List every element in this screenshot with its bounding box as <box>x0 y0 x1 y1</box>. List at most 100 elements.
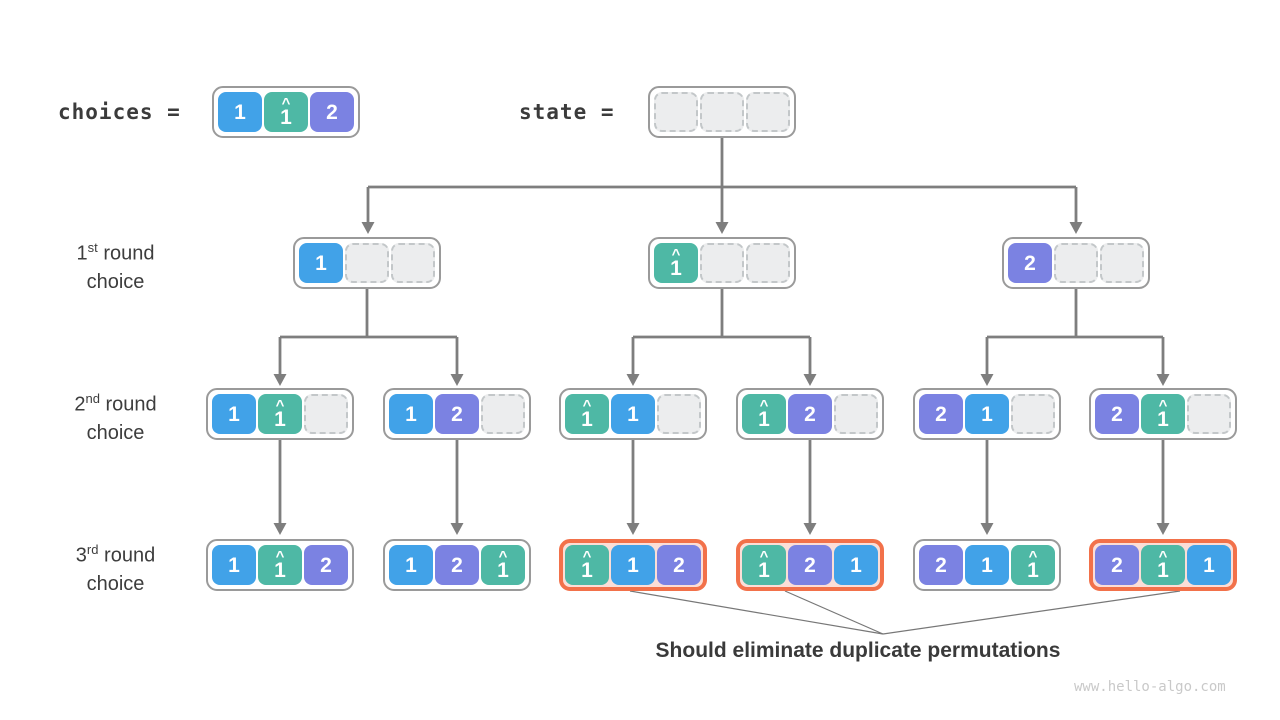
choice-cell: ^1 <box>565 394 609 434</box>
tree-node-l2-6: 2^1 <box>1089 388 1237 440</box>
choice-cell: 2 <box>435 545 479 585</box>
hat-mark: ^ <box>1158 396 1168 414</box>
hat-mark: ^ <box>1028 547 1038 565</box>
empty-slot <box>746 243 790 283</box>
tree-node-l2-1: 1^1 <box>206 388 354 440</box>
choice-cell: 1 <box>965 545 1009 585</box>
empty-slot <box>834 394 878 434</box>
choice-cell: 2 <box>1095 545 1139 585</box>
row-label-2: 2nd round choice <box>38 385 193 447</box>
hat-mark: ^ <box>281 94 291 112</box>
choice-cell: ^1 <box>742 545 786 585</box>
cell-value: 1 <box>497 558 509 582</box>
empty-slot <box>304 394 348 434</box>
choice-cell: ^1 <box>1141 545 1185 585</box>
choice-cell: ^1 <box>258 394 302 434</box>
tree-node-l1-3: 2 <box>1002 237 1150 289</box>
choice-cell: 2 <box>919 394 963 434</box>
choice-cell: 2 <box>1008 243 1052 283</box>
choice-cell: 1 <box>212 545 256 585</box>
choice-cell: 1 <box>218 92 262 132</box>
choice-cell: ^1 <box>742 394 786 434</box>
choice-cell: ^1 <box>264 92 308 132</box>
choice-cell: 1 <box>299 243 343 283</box>
row-label-3: 3rd round choice <box>38 536 193 598</box>
choice-cell: 1 <box>389 545 433 585</box>
empty-slot <box>700 92 744 132</box>
empty-slot <box>700 243 744 283</box>
empty-slot <box>1100 243 1144 283</box>
cell-value: 1 <box>758 558 770 582</box>
hat-mark: ^ <box>275 396 285 414</box>
choice-cell: 2 <box>919 545 963 585</box>
empty-slot <box>391 243 435 283</box>
choice-cell: 1 <box>611 545 655 585</box>
empty-slot <box>345 243 389 283</box>
choice-cell: 1 <box>1187 545 1231 585</box>
choice-cell: 1 <box>389 394 433 434</box>
cell-value: 1 <box>280 105 292 129</box>
row-label-3-line2: choice <box>86 572 145 595</box>
empty-slot <box>746 92 790 132</box>
row-label-1-line2: choice <box>86 270 145 293</box>
duplicate-annotation: Should eliminate duplicate permutations <box>655 639 1061 662</box>
hat-mark: ^ <box>275 547 285 565</box>
watermark: www.hello-algo.com <box>1074 679 1226 695</box>
choice-cell: ^1 <box>654 243 698 283</box>
choice-cell: 2 <box>657 545 701 585</box>
empty-slot <box>654 92 698 132</box>
cell-value: 1 <box>581 558 593 582</box>
choice-cell: 2 <box>1095 394 1139 434</box>
choice-cell: 2 <box>788 394 832 434</box>
cell-value: 1 <box>1157 558 1169 582</box>
choice-cell: ^1 <box>258 545 302 585</box>
hat-mark: ^ <box>498 547 508 565</box>
state-box <box>648 86 796 138</box>
choice-cell: 1 <box>611 394 655 434</box>
row-label-1-line1: 1st round <box>76 240 155 265</box>
cell-value: 1 <box>1027 558 1039 582</box>
empty-slot <box>657 394 701 434</box>
choice-cell: 1 <box>212 394 256 434</box>
choice-cell: 1 <box>965 394 1009 434</box>
choice-cell: 2 <box>304 545 348 585</box>
cell-value: 1 <box>1157 407 1169 431</box>
empty-slot <box>1054 243 1098 283</box>
empty-slot <box>1187 394 1231 434</box>
choice-cell: ^1 <box>481 545 525 585</box>
duplicate-pointer-lines <box>629 590 1181 635</box>
choice-cell: ^1 <box>1141 394 1185 434</box>
choices-label: choices = <box>58 100 181 124</box>
hat-mark: ^ <box>671 245 681 263</box>
choice-cell: 2 <box>435 394 479 434</box>
tree-node-l1-2: ^1 <box>648 237 796 289</box>
hat-mark: ^ <box>759 547 769 565</box>
choice-cell: ^1 <box>565 545 609 585</box>
connector-lines <box>278 138 1165 523</box>
hat-mark: ^ <box>582 547 592 565</box>
cell-value: 1 <box>274 558 286 582</box>
tree-node-l1-1: 1 <box>293 237 441 289</box>
row-label-3-line1: 3rd round <box>75 542 156 567</box>
choice-cell: ^1 <box>1011 545 1055 585</box>
row-label-2-line2: choice <box>86 421 145 444</box>
cell-value: 1 <box>758 407 770 431</box>
hat-mark: ^ <box>582 396 592 414</box>
cell-value: 1 <box>274 407 286 431</box>
cell-value: 1 <box>581 407 593 431</box>
row-label-2-line1: 2nd round <box>74 391 157 416</box>
hat-mark: ^ <box>759 396 769 414</box>
row-label-1: 1st round choice <box>38 234 193 296</box>
choice-cell: 1 <box>834 545 878 585</box>
